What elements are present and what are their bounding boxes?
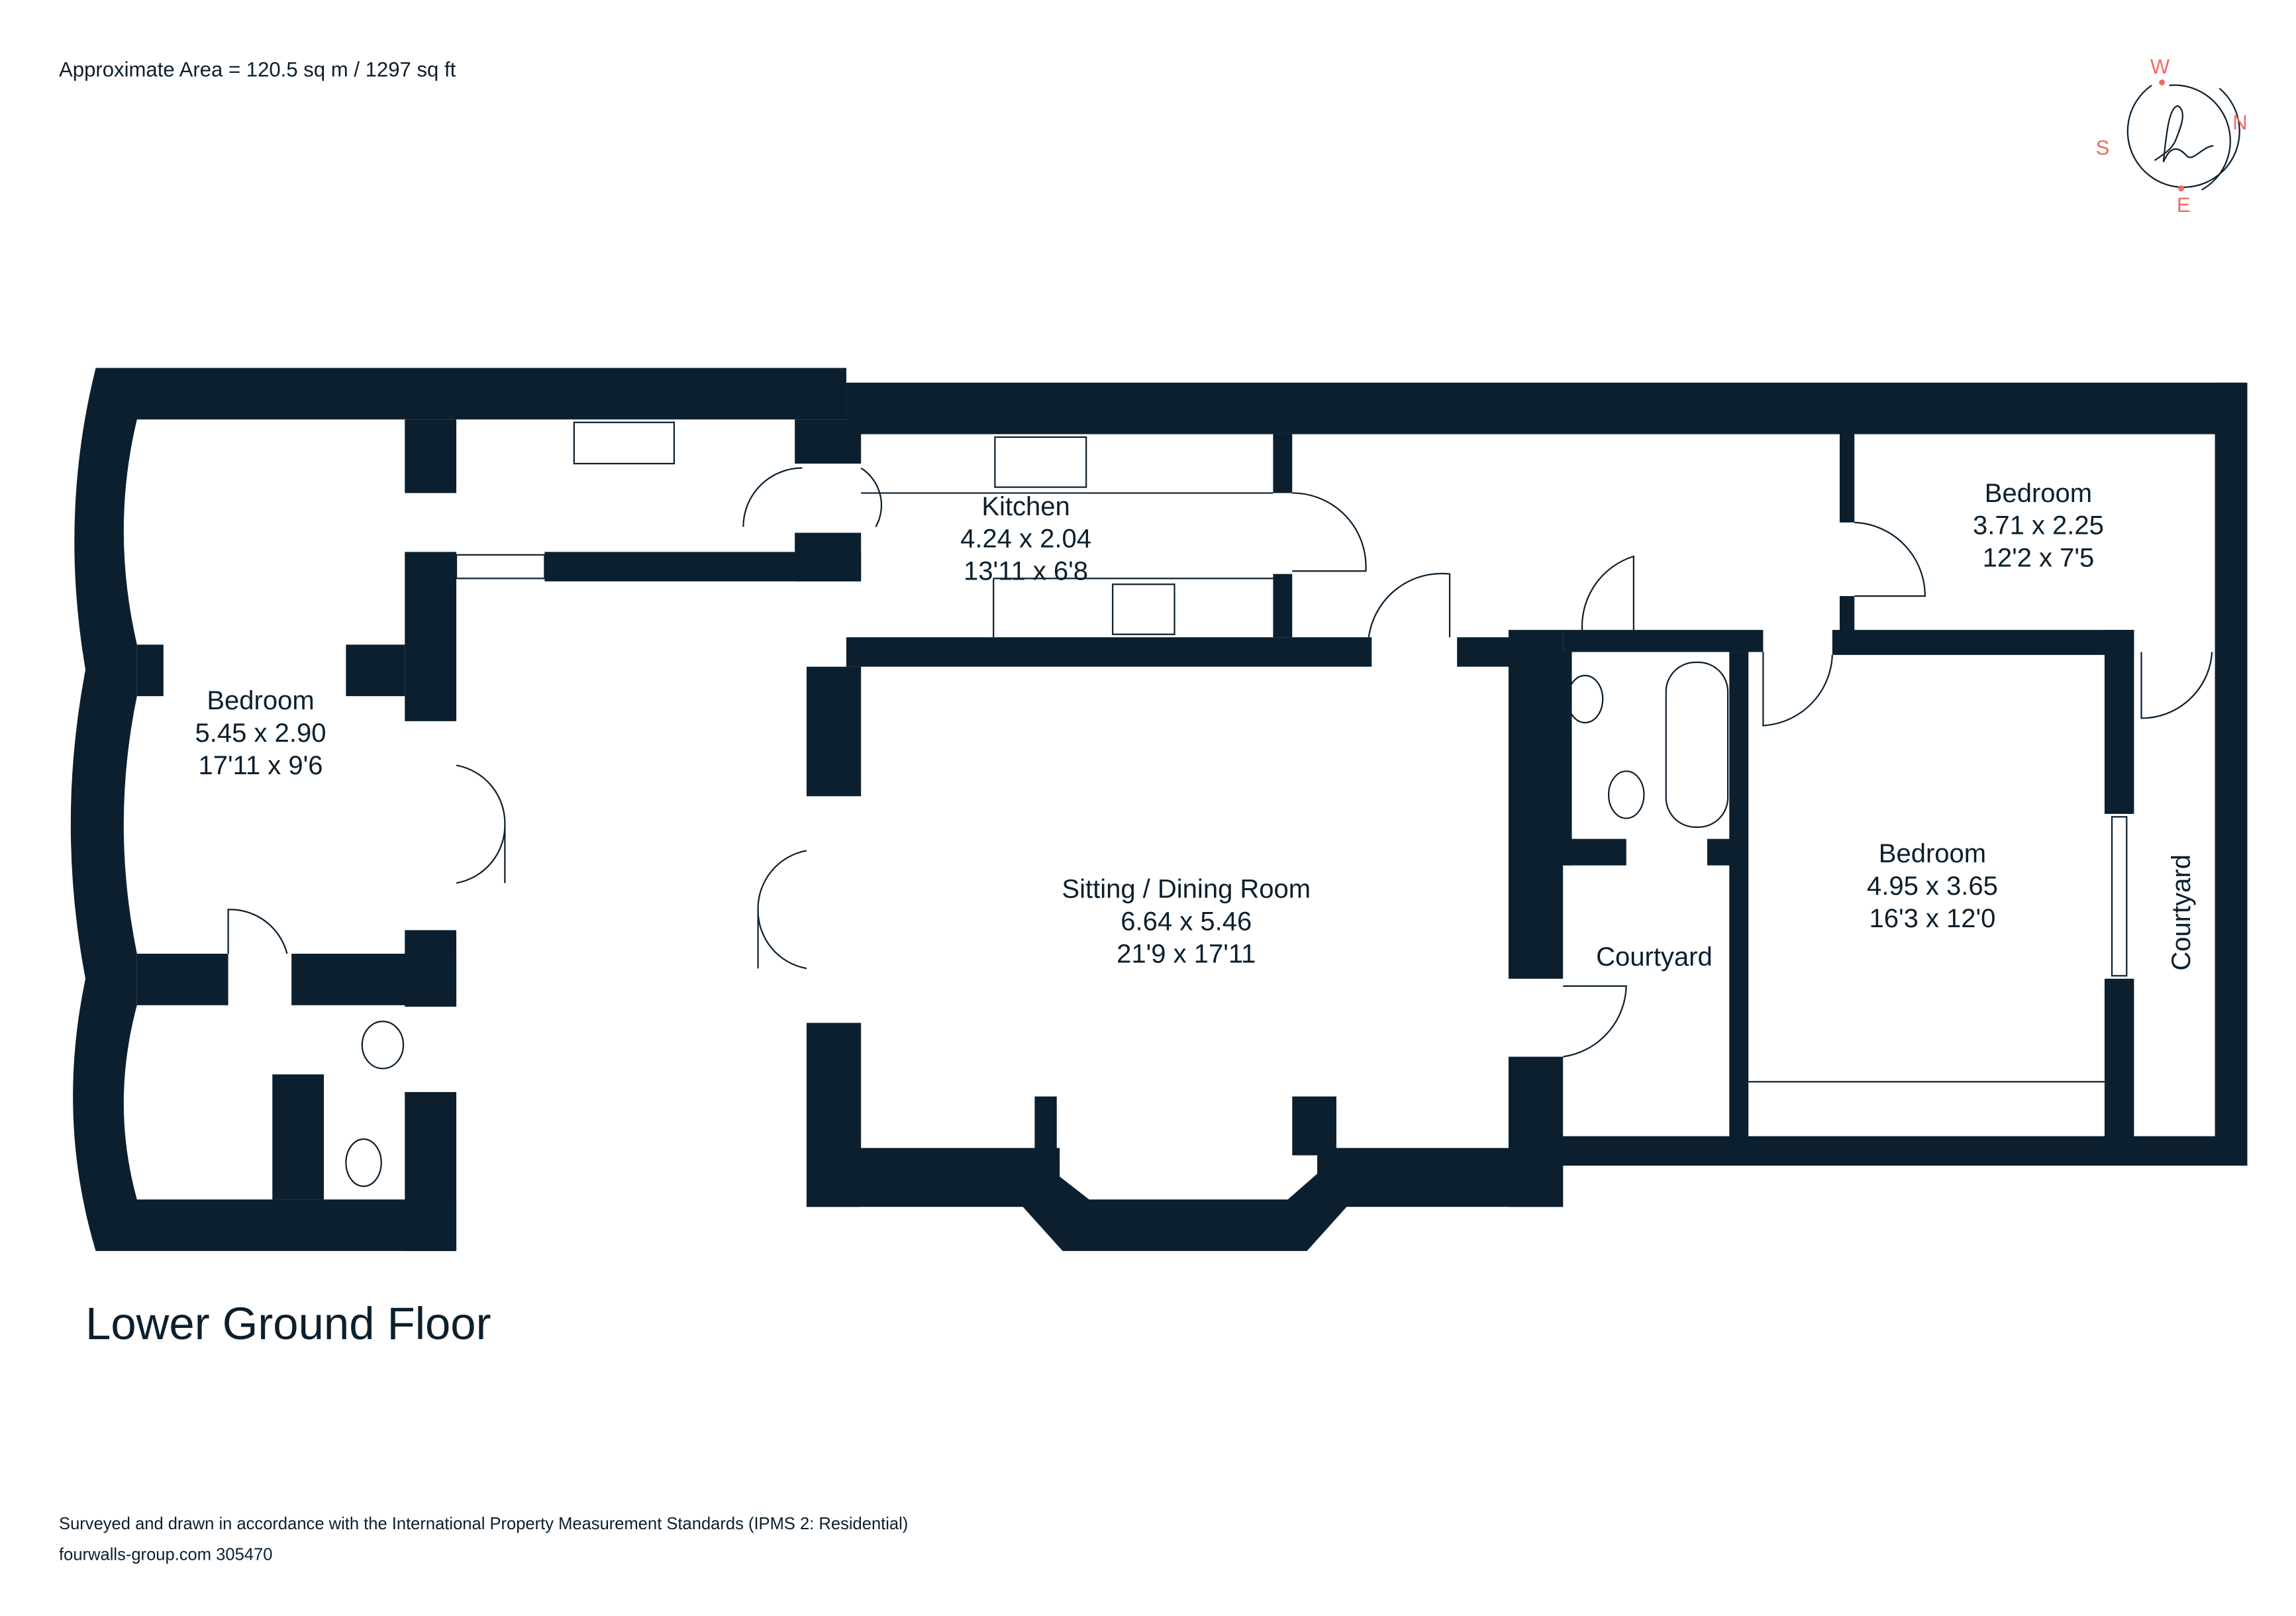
svg-text:Bedroom: Bedroom xyxy=(1879,839,1986,868)
room-sitting-dining: Sitting / Dining Room 6.64 x 5.46 21'9 x 1… xyxy=(1062,875,1311,969)
svg-text:Bedroom: Bedroom xyxy=(207,686,314,715)
footer-ref: fourwalls-group.com 305470 xyxy=(59,1546,272,1564)
svg-text:12'2 x 7'5: 12'2 x 7'5 xyxy=(1983,544,2095,573)
svg-text:4.24 x 2.04: 4.24 x 2.04 xyxy=(960,525,1091,554)
svg-text:Sitting / Dining Room: Sitting / Dining Room xyxy=(1062,875,1311,904)
floor-label: Lower Ground Floor xyxy=(85,1298,491,1349)
footer-standard: Surveyed and drawn in accordance with th… xyxy=(59,1515,908,1533)
fixtures xyxy=(227,421,2213,1187)
svg-text:21'9 x 17'11: 21'9 x 17'11 xyxy=(1117,939,1256,968)
room-bedroom-left: Bedroom 5.45 x 2.90 17'11 x 9'6 xyxy=(195,686,326,780)
svg-text:Kitchen: Kitchen xyxy=(981,492,1070,521)
area-text: Approximate Area = 120.5 sq m / 1297 sq … xyxy=(59,58,456,81)
room-bedroom-top-right: Bedroom 3.71 x 2.25 12'2 x 7'5 xyxy=(1973,479,2104,573)
room-labels: Kitchen 4.24 x 2.04 13'11 x 6'8 Bedroom 3.7… xyxy=(195,479,2196,972)
compass-s: S xyxy=(2096,136,2110,159)
compass: W N S E xyxy=(2096,55,2248,217)
svg-text:6.64 x 5.46: 6.64 x 5.46 xyxy=(1121,907,1252,936)
svg-text:5.45 x 2.90: 5.45 x 2.90 xyxy=(195,719,326,748)
walls xyxy=(70,368,2248,1251)
svg-text:17'11 x 9'6: 17'11 x 9'6 xyxy=(198,751,323,780)
room-bedroom-right: Bedroom 4.95 x 3.65 16'3 x 12'0 xyxy=(1867,839,1998,933)
courtyard-label-vertical: Courtyard xyxy=(2167,854,2196,971)
logo-h-icon xyxy=(2154,105,2214,162)
compass-w: W xyxy=(2150,55,2170,78)
compass-e: E xyxy=(2177,193,2191,217)
svg-text:Bedroom: Bedroom xyxy=(1985,479,2092,508)
courtyard-label: Courtyard xyxy=(1596,942,1713,972)
svg-text:4.95 x 3.65: 4.95 x 3.65 xyxy=(1867,872,1998,901)
svg-text:16'3 x 12'0: 16'3 x 12'0 xyxy=(1869,904,1995,933)
room-kitchen: Kitchen 4.24 x 2.04 13'11 x 6'8 xyxy=(960,492,1091,586)
compass-n: N xyxy=(2232,111,2247,134)
svg-text:3.71 x 2.25: 3.71 x 2.25 xyxy=(1973,511,2104,540)
svg-text:13'11 x 6'8: 13'11 x 6'8 xyxy=(964,557,1088,586)
